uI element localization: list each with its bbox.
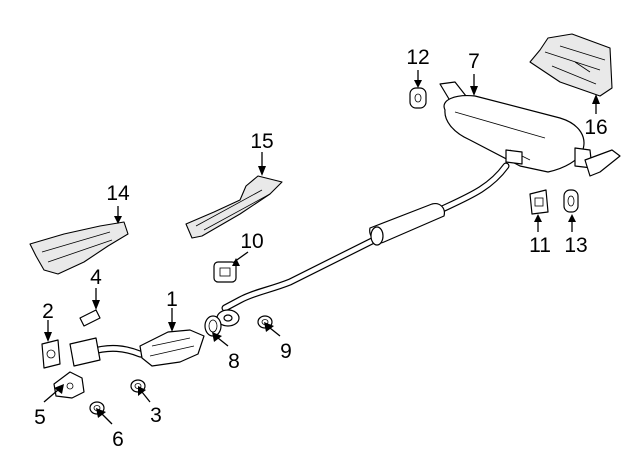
heat-shield-center [185, 175, 283, 239]
center-exhaust-pipe [216, 162, 510, 327]
hanger-insulator-11 [529, 189, 549, 215]
callout-7: 7 [468, 50, 480, 73]
callout-12: 12 [406, 46, 429, 69]
leader-5 [43, 389, 59, 403]
leader-6 [101, 413, 113, 425]
hanger-insulator-12 [409, 87, 427, 109]
callout-9: 9 [280, 340, 292, 363]
callout-15: 15 [250, 130, 273, 153]
callout-1: 1 [166, 288, 178, 311]
heat-shield-rear [529, 33, 613, 97]
callout-16: 16 [584, 116, 607, 139]
callout-10: 10 [240, 230, 263, 253]
callout-11: 11 [529, 234, 551, 257]
flange-gasket [41, 339, 61, 369]
leader-lines [43, 70, 600, 425]
callout-14: 14 [106, 182, 130, 205]
catalytic-converter-front-pipe [69, 329, 205, 367]
callout-2: 2 [42, 300, 54, 323]
hanger-insulator-10 [213, 261, 237, 283]
support-bracket [53, 371, 85, 399]
callout-5: 5 [34, 406, 46, 429]
callout-3: 3 [150, 404, 162, 427]
heat-shield-front [29, 221, 129, 275]
callout-6: 6 [112, 428, 124, 451]
callout-4: 4 [90, 266, 102, 289]
callout-8: 8 [228, 350, 240, 373]
leader-9 [269, 327, 281, 337]
callout-13: 13 [564, 234, 587, 257]
callout-labels: 1 2 3 4 5 6 7 8 9 10 11 12 13 14 15 16 [34, 46, 608, 451]
leader-3 [141, 391, 151, 403]
leader-8 [217, 337, 229, 347]
muffler-assembly [439, 81, 621, 177]
hanger-insulator-13 [563, 189, 579, 213]
stud [79, 309, 101, 327]
